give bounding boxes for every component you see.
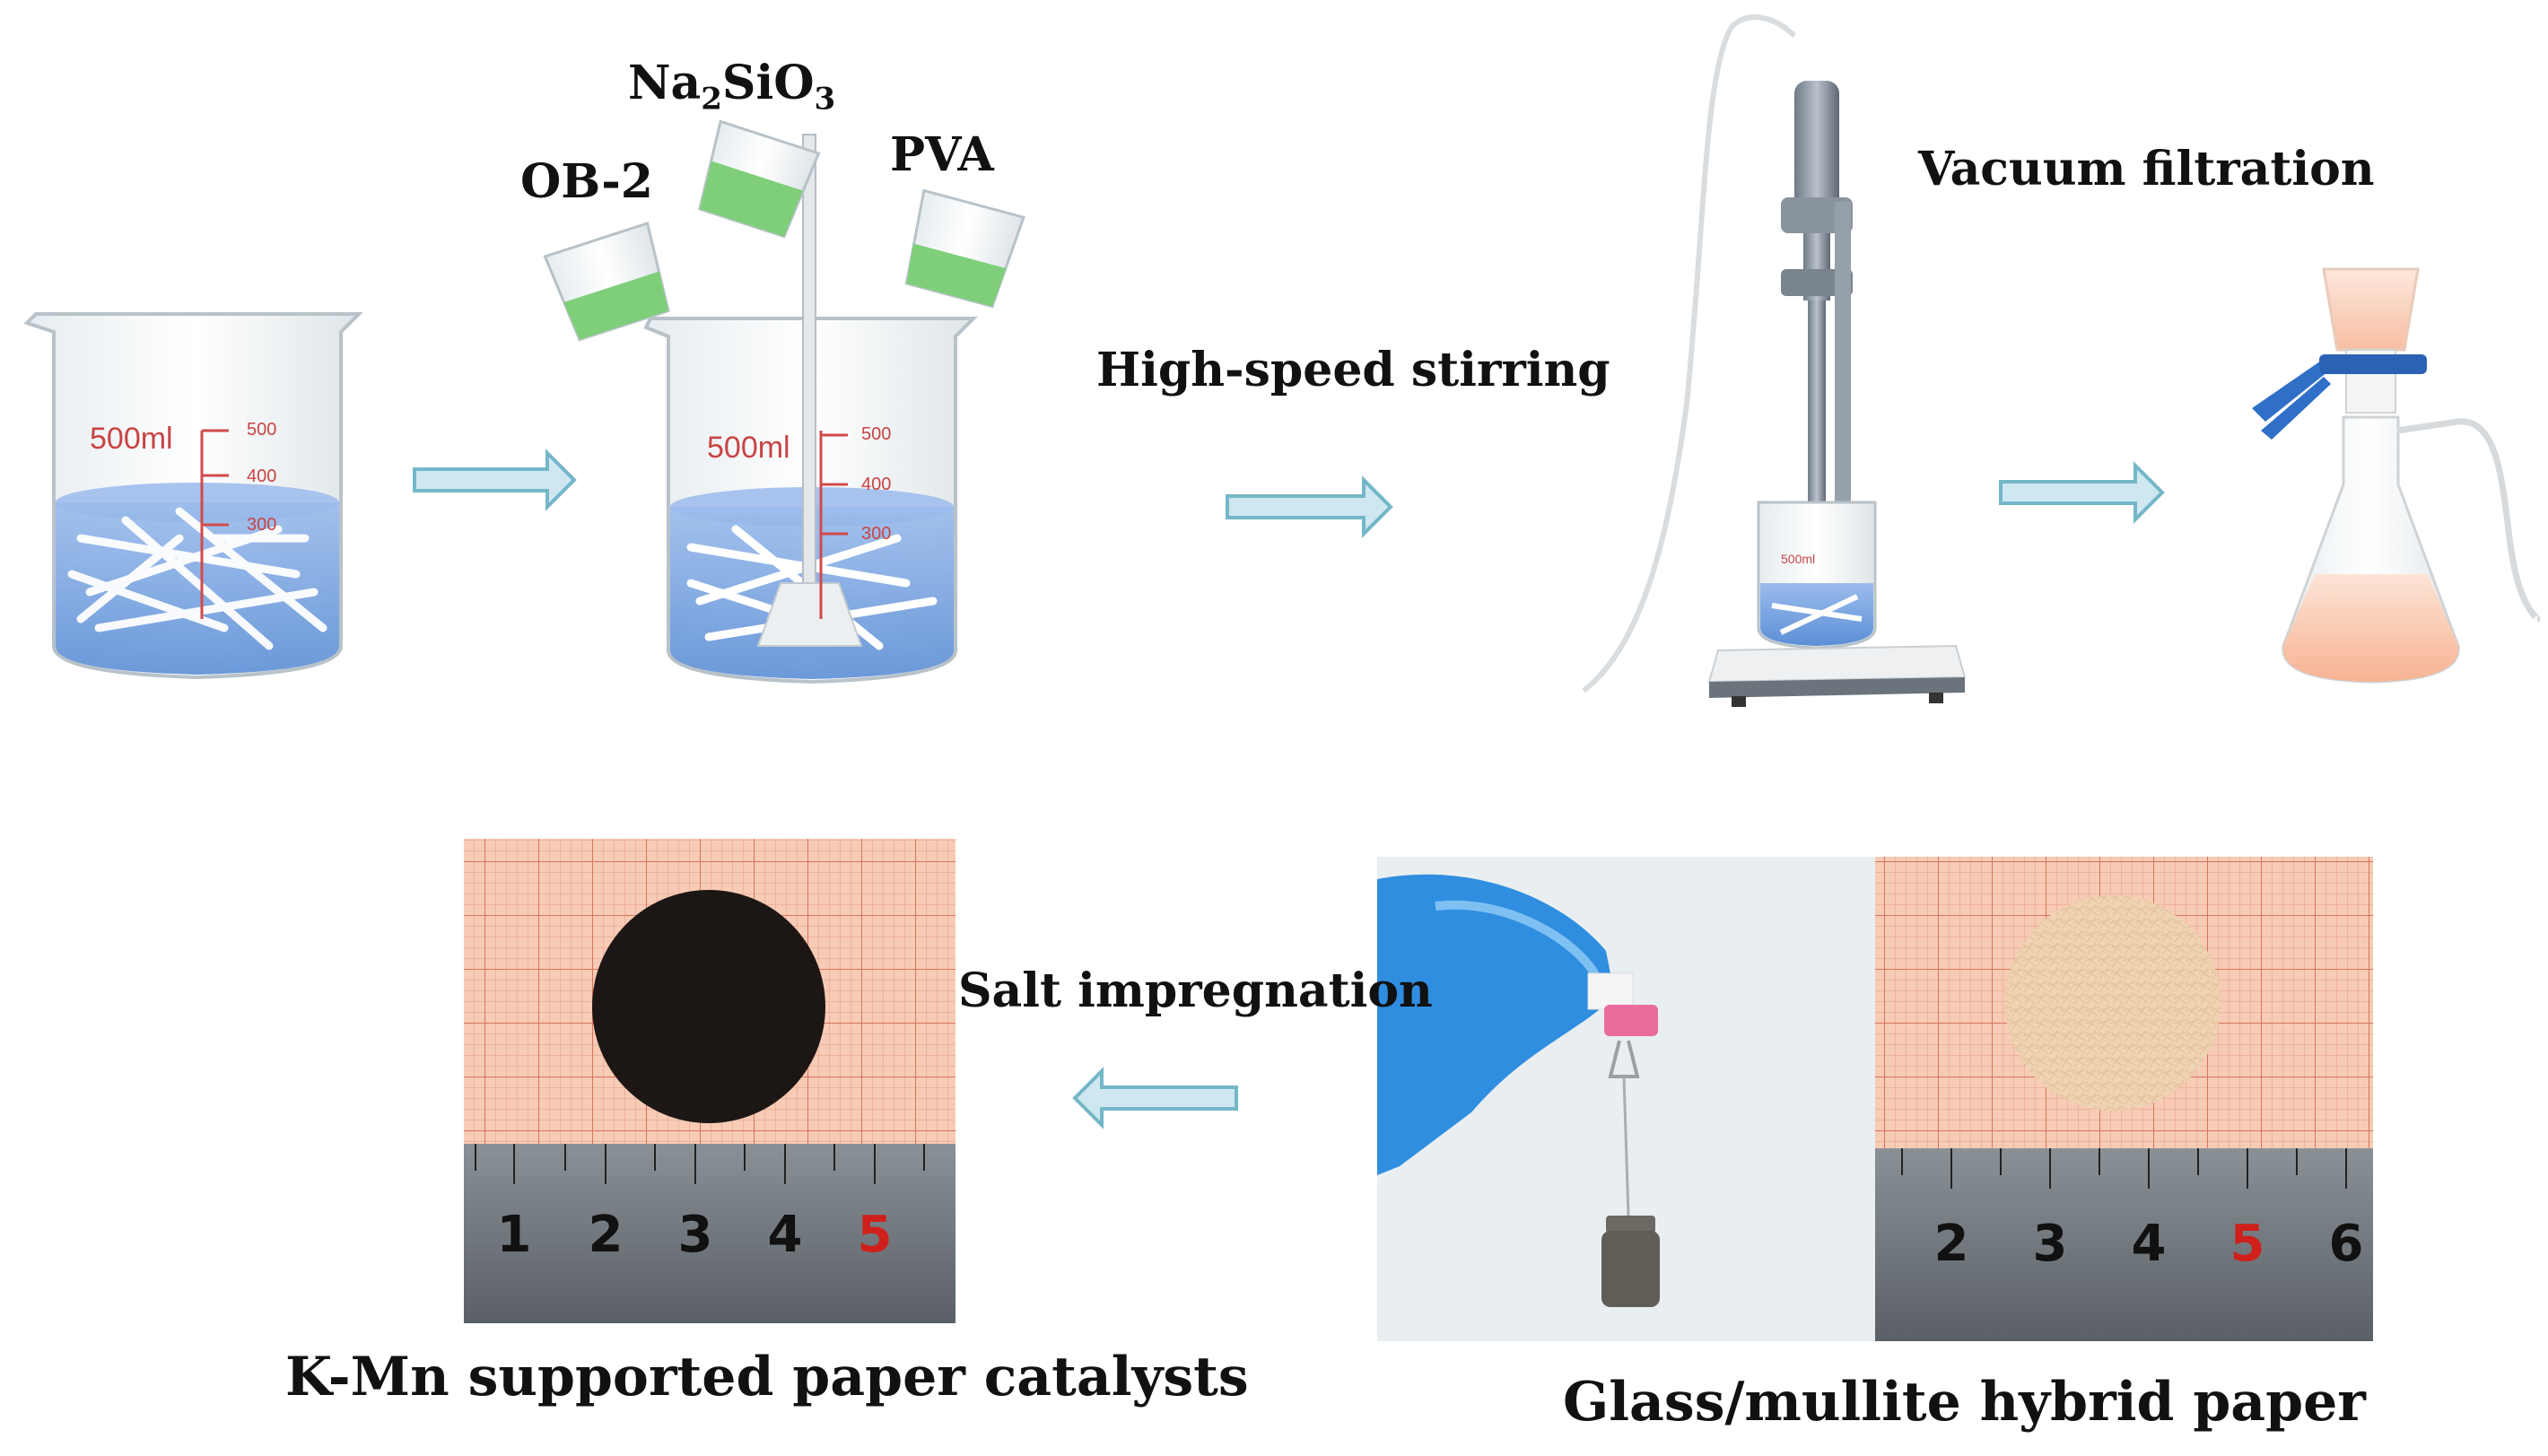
catalyst-photo: 1 2 3 4 5: [464, 839, 956, 1323]
ruler-right-3: 3: [2033, 1215, 2068, 1273]
tick-500: 500: [247, 420, 276, 440]
ruler-right-5: 5: [2230, 1215, 2265, 1273]
label-pva: PVA: [890, 127, 994, 182]
ruler-left-5: 5: [858, 1206, 893, 1264]
vacuum-filtration-flask: [2252, 267, 2541, 684]
beaker2-tick-400: 400: [861, 475, 891, 494]
small-beaker-label: 500ml: [1781, 552, 1815, 566]
high-speed-stirrer: 500ml: [1582, 14, 1967, 707]
label-salt-impregnation: Salt impregnation: [958, 963, 1433, 1018]
beaker2-volume-label: 500ml: [707, 431, 790, 465]
beaker2-tick-500: 500: [861, 424, 891, 444]
tick-300: 300: [247, 515, 276, 535]
cup-na2sio3: [698, 119, 821, 239]
cup-ob2: [543, 221, 670, 342]
ruler-left-3: 3: [678, 1206, 713, 1264]
beaker-additives: 500ml 500 400 300: [543, 119, 1025, 684]
ruler-left-2: 2: [589, 1206, 624, 1264]
label-catalyst: K-Mn supported paper catalysts: [285, 1346, 1249, 1408]
label-vacuum-filtration: Vacuum filtration: [1918, 142, 2375, 196]
label-ob2: OB-2: [520, 154, 653, 209]
cup-pva: [904, 188, 1025, 309]
label-high-speed-stirring: High-speed stirring: [1096, 343, 1610, 397]
hybrid-paper-photo: 2 3 4 5 6: [1377, 857, 2373, 1341]
arrow-right-2: [1226, 475, 1393, 538]
label-na2sio3: Na2SiO3: [628, 56, 836, 118]
arrow-left-salt: [1072, 1067, 1238, 1129]
ruler-right-6: 6: [2329, 1215, 2364, 1273]
arrow-right-1: [413, 449, 577, 511]
ruler-right-2: 2: [1934, 1215, 1969, 1273]
tick-400: 400: [247, 466, 276, 486]
beaker2-tick-300: 300: [861, 524, 891, 544]
label-hybrid-paper: Glass/mullite hybrid paper: [1563, 1371, 2366, 1434]
ruler-left-1: 1: [497, 1206, 532, 1264]
beaker-volume-label: 500ml: [90, 422, 173, 456]
arrow-right-3: [1999, 461, 2165, 524]
ruler-right-4: 4: [2132, 1215, 2167, 1273]
beaker-fibers-water: 500ml 500 400 300: [23, 312, 363, 680]
ruler-left-4: 4: [768, 1206, 803, 1264]
